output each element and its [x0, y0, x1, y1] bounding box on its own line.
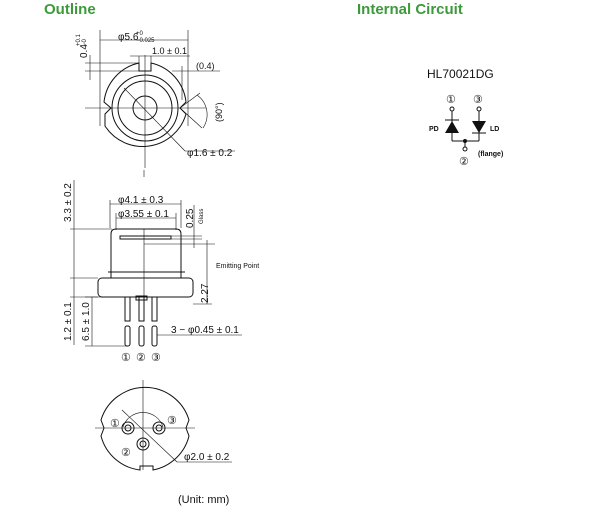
notch-depth-label: 0.4	[79, 44, 90, 58]
top-view-outline	[103, 62, 187, 148]
outer-diameter-label: φ5.6	[118, 32, 139, 43]
photodiode-symbol	[445, 121, 459, 133]
internal-circuit: HL70021DG ① ③ PD LD (flange) ②	[427, 67, 503, 168]
glass-label: Glass	[199, 209, 205, 224]
circuit-pin-2: ②	[459, 156, 469, 168]
notch-depth-tol-lower: −0	[82, 38, 88, 46]
notch-angle-label: (90°)	[214, 102, 224, 122]
cap	[110, 228, 182, 278]
flange-label: (flange)	[478, 151, 503, 158]
emitting-point-label: Emitting Point	[216, 263, 259, 270]
pd-label: PD	[429, 126, 439, 133]
outline-heading: Outline	[44, 1, 96, 18]
pin-circle-label: φ2.0 ± 0.2	[184, 452, 230, 463]
bottom-view: ① ③ ② φ2.0 ± 0.2 (Unit: mm)	[95, 380, 232, 506]
circuit-pin-1: ①	[446, 94, 456, 106]
outer-tol-lower: −0.025	[136, 38, 155, 44]
lead-length-label: 6.5 ± 1.0	[81, 302, 92, 341]
height-label: 3.3 ± 0.2	[63, 183, 74, 222]
pin-3-hole	[152, 421, 166, 435]
internal-circuit-heading: Internal Circuit	[357, 1, 463, 18]
pin-2-label: ②	[136, 352, 146, 364]
cap-inner-label: φ3.55 ± 0.1	[118, 209, 169, 220]
outer-tol-upper: +0	[136, 31, 144, 37]
glass-window	[119, 235, 172, 240]
bottom-pin-2-label: ②	[121, 447, 131, 459]
emitting-height-label: 2.27	[200, 283, 211, 303]
leads	[124, 295, 158, 347]
pin-1-hole	[121, 421, 135, 435]
pin-1-label: ①	[121, 352, 131, 364]
flange-thickness-label: 1.2 ± 0.1	[63, 302, 74, 341]
part-number: HL70021DG	[427, 67, 494, 81]
glass-thickness-label: 0.25	[185, 208, 196, 228]
side-view: φ4.1 ± 0.3 φ3.55 ± 0.1 0.25 Glass Emitti…	[63, 170, 259, 364]
flange	[97, 277, 194, 298]
ld-label: LD	[490, 126, 499, 133]
top-view: φ5.6 +0 −0.025 1.0 ± 0.1 (0.4) (90°) φ1.…	[76, 30, 235, 168]
window-diameter-label: φ1.6 ± 0.2	[187, 148, 233, 159]
notch-depth-tol-upper: +0.1	[76, 33, 82, 46]
bottom-pin-1-label: ①	[110, 418, 120, 430]
lead-diameter-label: 3 − φ0.45 ± 0.1	[171, 325, 239, 336]
unit-note: (Unit: mm)	[178, 494, 229, 506]
pin-2-hole	[136, 437, 150, 451]
circuit-pin-3: ③	[473, 94, 483, 106]
side-notch-label: (0.4)	[196, 61, 215, 71]
cap-outer-label: φ4.1 ± 0.3	[118, 195, 164, 206]
pin-3-label: ③	[151, 352, 161, 364]
bottom-view-outline	[100, 387, 190, 471]
laser-diode-symbol	[472, 121, 486, 133]
bottom-pin-3-label: ③	[167, 415, 177, 427]
notch-width-label: 1.0 ± 0.1	[152, 46, 187, 56]
